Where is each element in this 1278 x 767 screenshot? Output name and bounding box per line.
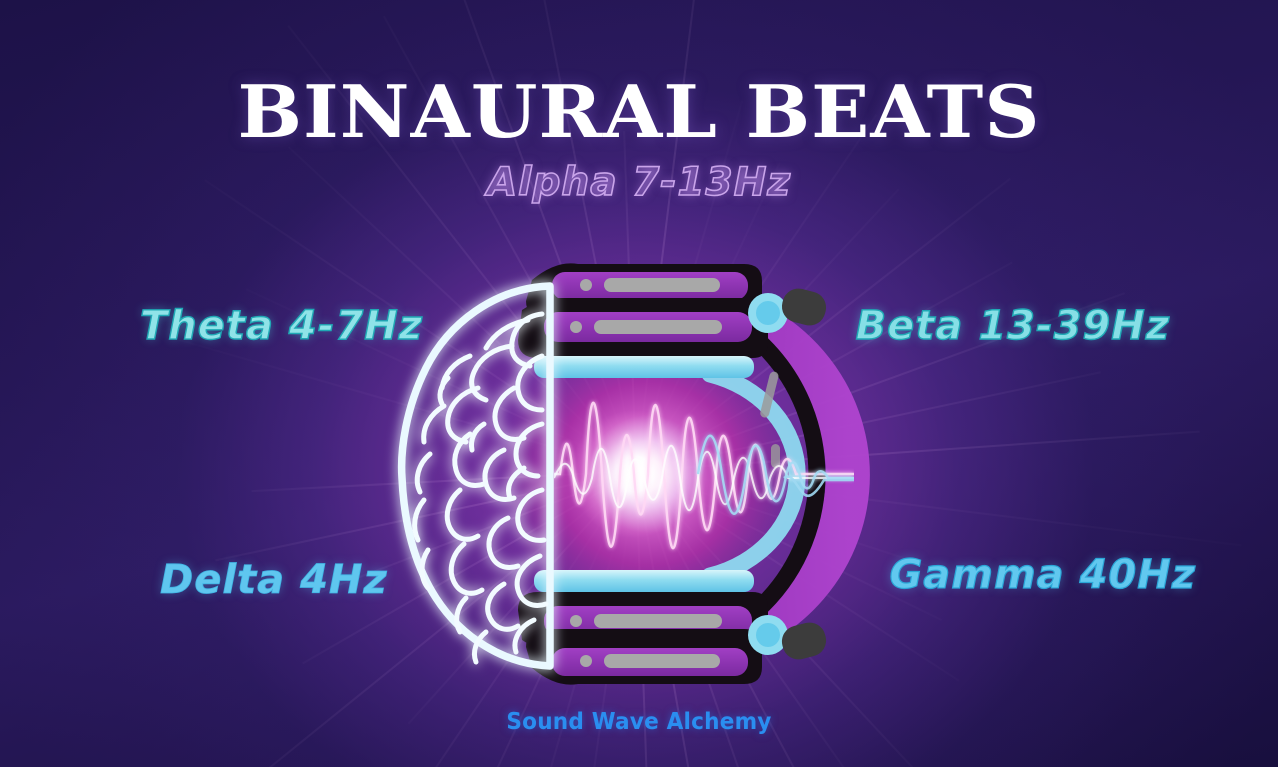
central-artwork xyxy=(318,228,958,708)
wave-label-theta: Theta 4-7Hz xyxy=(139,302,423,349)
wave-label-gamma: Gamma 40Hz xyxy=(889,551,1196,598)
footer-caption: Sound Wave Alchemy xyxy=(506,709,772,735)
brain-hemisphere-icon xyxy=(397,282,554,670)
page-title: BINAURAL BEATS xyxy=(237,69,1041,155)
headphones-icon xyxy=(518,263,870,685)
wave-label-beta: Beta 13-39Hz xyxy=(855,302,1170,349)
sound-waveform-icon xyxy=(554,401,854,550)
wave-label-alpha: Alpha 7-13Hz xyxy=(486,159,792,206)
wave-label-delta: Delta 4Hz xyxy=(160,557,388,604)
